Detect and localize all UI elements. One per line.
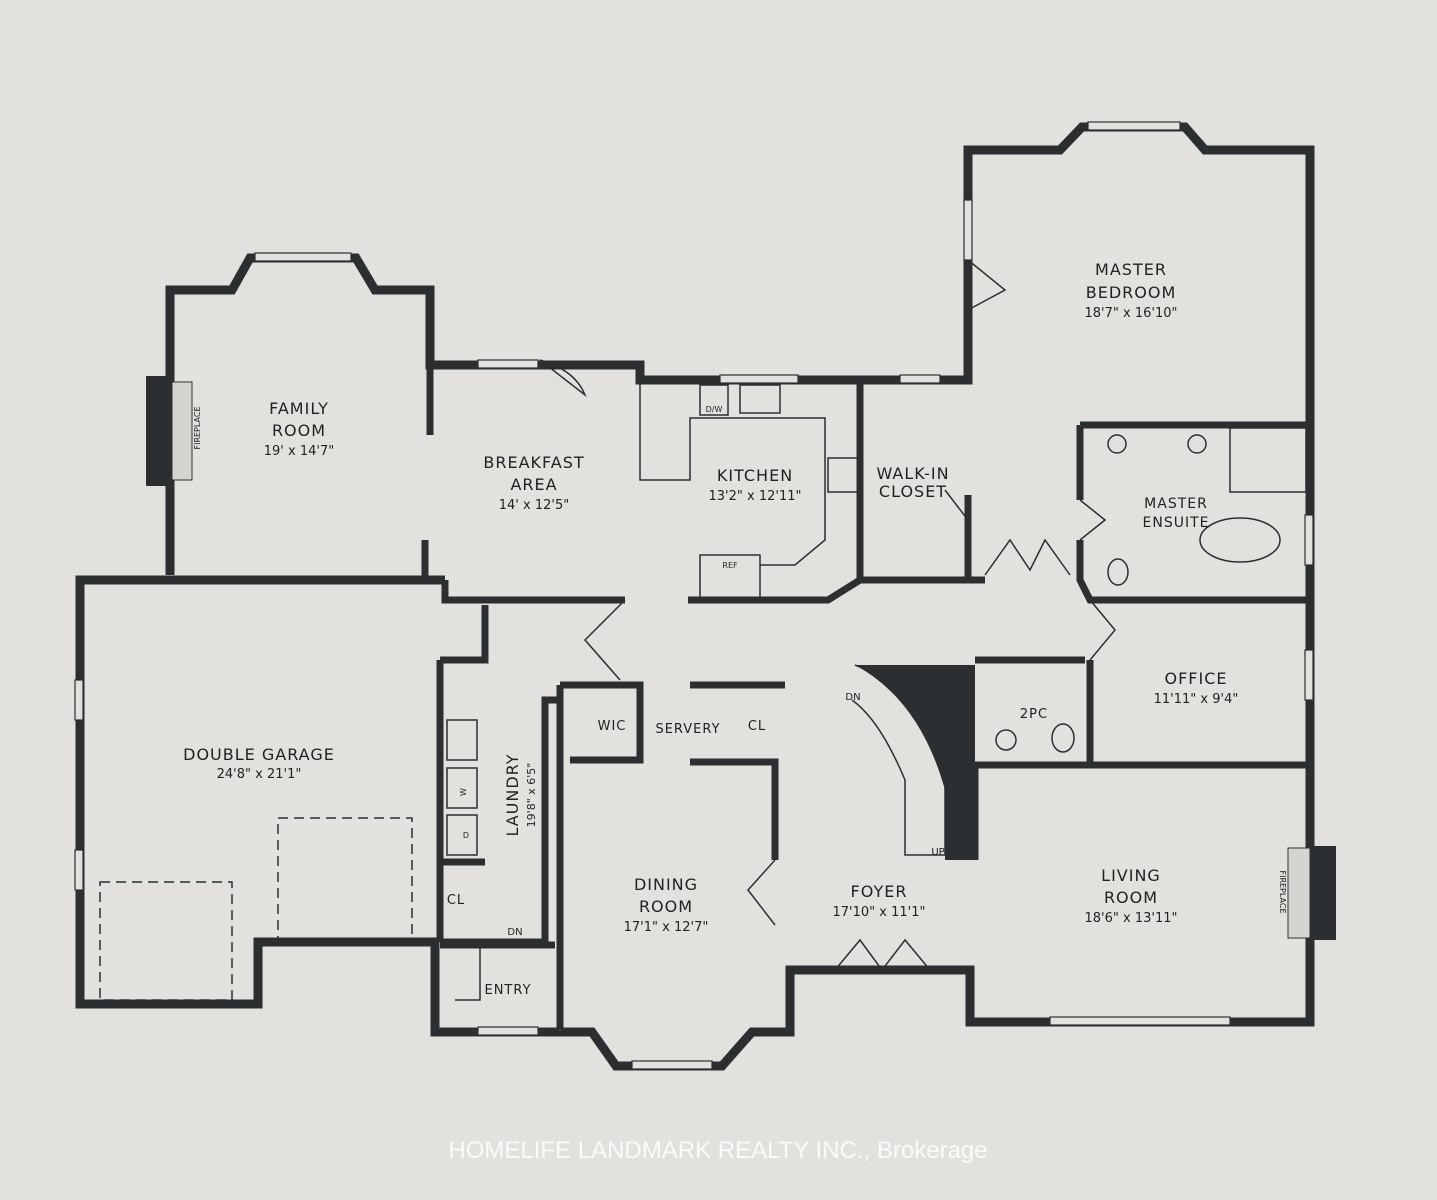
dining-room-label: ROOM [639,897,693,916]
stairs-up-label: UP [931,847,944,858]
kitchen-size: 13'2" x 12'11" [709,489,802,504]
window [1304,649,1314,701]
stair-wall [855,665,975,860]
interior-wall [441,580,625,604]
foyer-label: FOYER [851,882,908,901]
door[interactable] [455,945,481,1001]
watermark: HOMELIFE LANDMARK REALTY INC., Brokerage [448,1137,987,1164]
door[interactable] [583,599,626,681]
sink-icon [739,384,781,414]
dryer [446,814,478,856]
toilet-icon [1107,558,1129,586]
parking-space [99,881,233,1001]
wic-wall [560,681,644,764]
breakfast-area-size: 14' x 12'5" [499,498,569,513]
entry-label: ENTRY [484,983,531,998]
fireplace-hearth [171,381,193,481]
fireplace-hearth [1287,847,1311,939]
shower-icon [1229,427,1307,493]
breakfast-area-label: AREA [510,475,557,494]
fireplace-family-icon [146,376,172,486]
kitchen-label: KITCHEN [717,466,793,485]
window [1304,514,1314,566]
door[interactable] [944,489,969,521]
dryer-label: D [463,831,469,840]
window [1049,1016,1231,1026]
sink-icon [995,729,1017,751]
window [631,1060,713,1070]
living-room-size: 18'6" x 13'11" [1085,911,1178,926]
kitchen-counter [639,380,826,566]
office-wall [971,660,1094,860]
family-room-label: ROOM [272,421,326,440]
office-size: 11'11" x 9'4" [1154,692,1239,707]
door[interactable] [539,359,587,398]
front-door[interactable] [834,938,931,972]
dishwasher-label: D/W [706,405,723,414]
toilet-icon [1051,723,1075,753]
interior-wall [690,758,779,860]
master-bedroom-size: 18'7" x 16'10" [1085,306,1178,321]
dishwasher [699,384,729,416]
window [899,374,941,384]
powder-room-label: 2PC [1020,707,1048,722]
stove-icon [827,457,859,493]
washer [446,767,478,809]
master-ensuite-label: MASTER [1144,496,1208,512]
window [74,679,84,721]
window [719,374,799,384]
stairs-down-label: DN [845,692,860,703]
closet-label: CL [748,719,766,734]
double-garage-size: 24'8" x 21'1" [217,767,302,782]
sink-icon [1107,434,1127,454]
dining-room-size: 17'1" x 12'7" [624,920,709,935]
wic-label: WIC [598,719,627,734]
master-ensuite-label: ENSUITE [1143,515,1210,531]
door[interactable] [967,259,1007,311]
laundry-sink-icon [446,719,478,761]
laundry-wall [440,605,489,664]
office-label: OFFICE [1165,669,1228,688]
window [74,849,84,891]
door[interactable] [1089,599,1116,661]
fireplace-label: FIREPLACE [1278,870,1287,913]
interior-wall [1076,540,1310,604]
fireplace-label: FIREPLACE [193,406,202,449]
fireplace-living-icon [1312,846,1336,940]
fridge [699,554,761,601]
washer-label: W [459,788,468,796]
fridge-label: REF [722,561,738,570]
window [963,199,973,261]
window [1087,121,1181,131]
master-bedroom-label: MASTER [1095,260,1167,279]
master-bedroom-label: BEDROOM [1086,283,1177,302]
window [254,252,352,262]
staircase [851,664,946,856]
door[interactable] [1079,499,1107,541]
window [477,359,539,369]
walk-in-closet-label: CLOSET [879,482,947,501]
closet-label: CL [447,893,465,908]
servery-label: SERVERY [655,722,720,737]
family-room-label: FAMILY [269,399,329,418]
walk-in-closet-label: WALK-IN [876,464,949,483]
laundry-size: 19'8" x 6'5" [525,763,538,828]
interior-wall [964,495,985,584]
dining-room-label: DINING [634,875,698,894]
family-room-size: 19' x 14'7" [264,444,334,459]
foyer-size: 17'10" x 11'1" [833,905,926,920]
parking-space [277,817,413,941]
sink-icon [1187,434,1207,454]
bathtub-icon [1199,517,1281,563]
breakfast-area-label: BREAKFAST [483,453,584,472]
window [477,1026,539,1036]
double-garage-label: DOUBLE GARAGE [183,745,335,764]
door[interactable] [747,859,776,926]
living-room-label: LIVING [1101,866,1161,885]
laundry-label: LAUNDRY [503,753,522,836]
living-room-label: ROOM [1104,888,1158,907]
double-door[interactable] [984,538,1071,576]
laundry-down-label: DN [507,927,522,938]
